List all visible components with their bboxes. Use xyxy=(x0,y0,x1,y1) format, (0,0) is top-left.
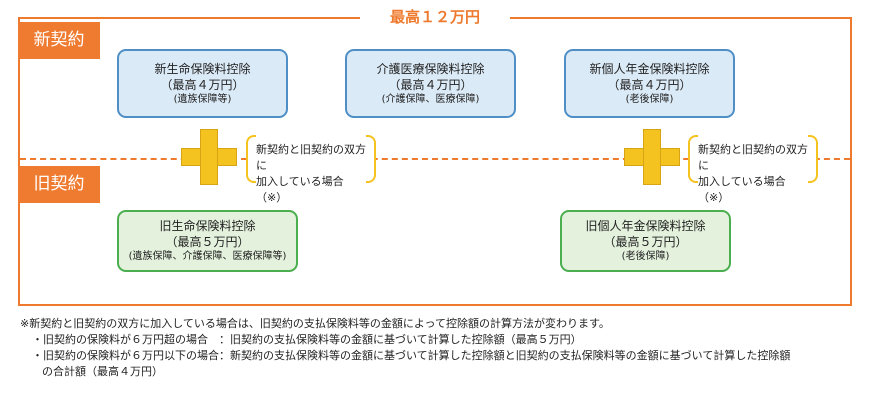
footnote-line: ※新契約と旧契約の双方に加入している場合は、旧契約の支払保険料等の金額によって控… xyxy=(20,317,610,330)
plus-icon xyxy=(624,129,680,185)
note-line: 新契約と旧契約の双方に xyxy=(256,143,366,172)
footnote-line: の合計額（最高４万円） xyxy=(42,365,163,378)
footnote-line: ・旧契約の保険料が６万円以下の場合：新契約の支払保険料等の金額に基づいて計算した… xyxy=(32,349,791,362)
box-note: (遺族保障、介護保障、医療保障等) xyxy=(128,251,287,262)
old-pension-insurance-box: 旧個人年金保険料控除 （最高５万円） (老後保障) xyxy=(560,210,731,272)
box-max: （最高４万円） xyxy=(607,77,692,92)
box-max: （最高４万円） xyxy=(160,77,245,92)
divider-dashed-line xyxy=(20,158,850,160)
plus-icon xyxy=(181,129,237,185)
box-note: (遺族保障等) xyxy=(173,93,232,105)
footnote: ※新契約と旧契約の双方に加入している場合は、旧契約の支払保険料等の金額によって控… xyxy=(20,316,860,380)
new-life-insurance-box: 新生命保険料控除 （最高４万円） (遺族保障等) xyxy=(117,49,288,118)
new-contract-label: 新契約 xyxy=(18,22,100,59)
box-max: （最高４万円） xyxy=(388,77,473,92)
box-title: 新個人年金保険料控除 xyxy=(589,61,710,76)
box-title: 介護医療保険料控除 xyxy=(376,61,485,76)
footnote-line: ・旧契約の保険料が６万円超の場合 ：旧契約の支払保険料等の金額に基づいて計算した… xyxy=(32,333,582,346)
old-life-insurance-box: 旧生命保険料控除 （最高５万円） (遺族保障、介護保障、医療保障等) xyxy=(117,210,298,272)
box-title: 旧生命保険料控除 xyxy=(159,219,256,233)
frame-title: 最高１２万円 xyxy=(360,6,510,28)
both-contracts-note: 新契約と旧契約の双方に 加入している場合（※） xyxy=(246,135,376,204)
note-line: 新契約と旧契約の双方に xyxy=(698,143,808,172)
old-contract-label: 旧契約 xyxy=(18,166,100,203)
new-pension-insurance-box: 新個人年金保険料控除 （最高４万円） (老後保障) xyxy=(564,49,735,118)
box-max: （最高５万円） xyxy=(603,235,688,249)
note-line: 加入している場合（※） xyxy=(256,175,344,204)
box-title: 新生命保険料控除 xyxy=(154,61,251,76)
box-title: 旧個人年金保険料控除 xyxy=(585,219,706,233)
care-medical-insurance-box: 介護医療保険料控除 （最高４万円） (介護保障、医療保障) xyxy=(345,49,516,118)
both-contracts-note: 新契約と旧契約の双方に 加入している場合（※） xyxy=(688,135,818,204)
box-max: （最高５万円） xyxy=(165,235,250,249)
box-note: (老後保障) xyxy=(621,251,670,262)
note-line: 加入している場合（※） xyxy=(698,175,786,204)
box-note: (介護保障、医療保障) xyxy=(381,93,480,105)
box-note: (老後保障) xyxy=(625,93,674,105)
